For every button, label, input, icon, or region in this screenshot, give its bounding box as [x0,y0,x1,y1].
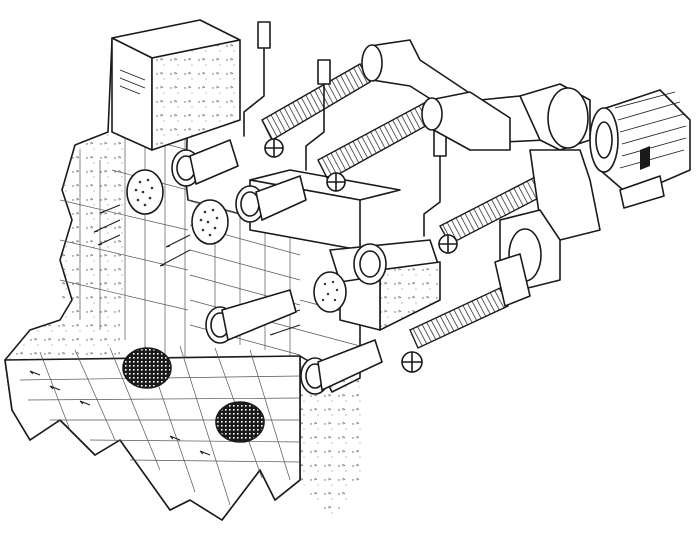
floor-grate [122,347,172,389]
pump-motor [589,89,691,209]
pipework [361,39,601,307]
gate-valve [438,234,458,254]
air-regulator [423,129,447,237]
floor-flow-arrows [29,370,211,456]
gate-valve [264,138,284,158]
counter-current-nozzle [191,199,229,245]
control-box [111,19,241,151]
gate-valve [326,172,346,192]
flexible-hose [409,287,509,349]
counter-current-nozzle [126,169,164,215]
counter-current-nozzle [313,271,347,313]
air-regulator [243,21,271,137]
air-regulator [305,59,331,171]
control-box [329,239,441,331]
floor-grate [215,401,265,443]
gate-valve [401,351,423,373]
flexible-hose [261,63,371,141]
pipework [189,139,383,391]
jet-nozzle [353,243,387,285]
